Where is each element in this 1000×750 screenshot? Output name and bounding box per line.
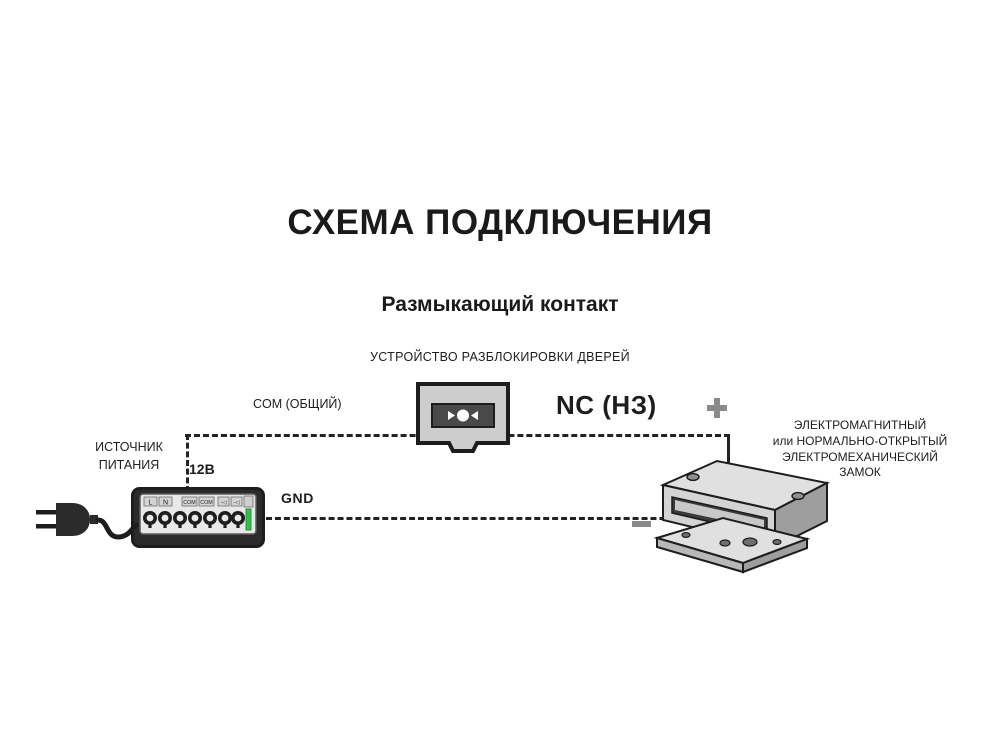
lock-label-line-1: ЭЛЕКТРОМАГНИТНЫЙ [793, 418, 927, 432]
terminal-screw-holes [146, 514, 242, 522]
lock-label-line-4: ЗАМОК [839, 465, 881, 480]
gnd-label: GND [281, 490, 314, 506]
center-dot-icon [457, 409, 469, 422]
plug-cable [95, 517, 139, 540]
armature-hole [681, 531, 691, 538]
power-source-label: ИСТОЧНИК ПИТАНИЯ [81, 438, 177, 474]
terminal-label-com-1: COM [183, 500, 196, 506]
lock-screw-hole [686, 472, 700, 482]
terminal-label-box-l [143, 496, 158, 507]
terminal-label-out-2: -◁ [234, 500, 240, 506]
terminal-label-box-com-1 [181, 496, 198, 507]
armature-hole [742, 537, 758, 547]
terminal-label-box-com-2 [198, 496, 215, 507]
power-source-line-2: ПИТАНИЯ [98, 458, 160, 473]
plug-prong-bottom [36, 524, 56, 529]
exit-device-label: УСТРОЙСТВО РАЗБЛОКИРОВКИ ДВЕРЕЙ [370, 350, 630, 364]
armature-hole [772, 538, 782, 545]
voltage-label: 12В [189, 461, 215, 477]
led-indicator-icon [245, 508, 252, 531]
terminal-label-n: N [163, 499, 168, 506]
power-source-line-1: ИСТОЧНИК [95, 440, 163, 454]
plug-body [56, 503, 90, 536]
ac-plug-icon [36, 497, 140, 549]
plus-sign-icon [707, 398, 727, 418]
nc-contact-label: NC (НЗ) [556, 390, 657, 420]
lock-label-line-2: или НОРМАЛЬНО-ОТКРЫТЫЙ [772, 433, 948, 448]
lock-label-line-3: ЭЛЕКТРОМЕХАНИЧЕСКИЙ [782, 449, 938, 464]
lock-label: ЭЛЕКТРОМАГНИТНЫЙ или НОРМАЛЬНО-ОТКРЫТЫЙ … [745, 418, 975, 481]
terminal-label-com-2: COM [200, 500, 213, 506]
plug-strain-relief [90, 515, 98, 524]
page-title: СХЕМА ПОДКЛЮЧЕНИЯ [287, 203, 713, 242]
lock-screw-hole [791, 491, 805, 501]
terminal-label-l: L [149, 499, 153, 506]
terminal-label-out-1: -◁ [221, 500, 227, 506]
armature-side-face [742, 537, 808, 574]
wire-plus-drop [727, 434, 730, 490]
plug-prong-top [36, 510, 56, 515]
arrow-left-icon [471, 411, 489, 420]
terminal-label-box-out-1 [217, 496, 230, 507]
terminal-label-box-out-2 [230, 496, 243, 507]
minus-sign-icon [632, 521, 651, 527]
wire-12v-riser [186, 434, 189, 492]
power-supply-unit[interactable]: L N COM COM -◁ -◁ [131, 487, 265, 548]
terminal-label-box-n [158, 496, 173, 507]
page-subtitle: Размыкающий контакт [381, 293, 619, 316]
armature-hole [719, 539, 731, 547]
wire-gnd [266, 517, 728, 520]
com-wire-label: COM (ОБЩИЙ) [253, 397, 342, 411]
psu-indicator-tile [243, 495, 254, 508]
arrow-right-icon [437, 411, 455, 420]
electromagnetic-lock-icon [653, 455, 860, 574]
door-release-device[interactable] [415, 381, 511, 464]
